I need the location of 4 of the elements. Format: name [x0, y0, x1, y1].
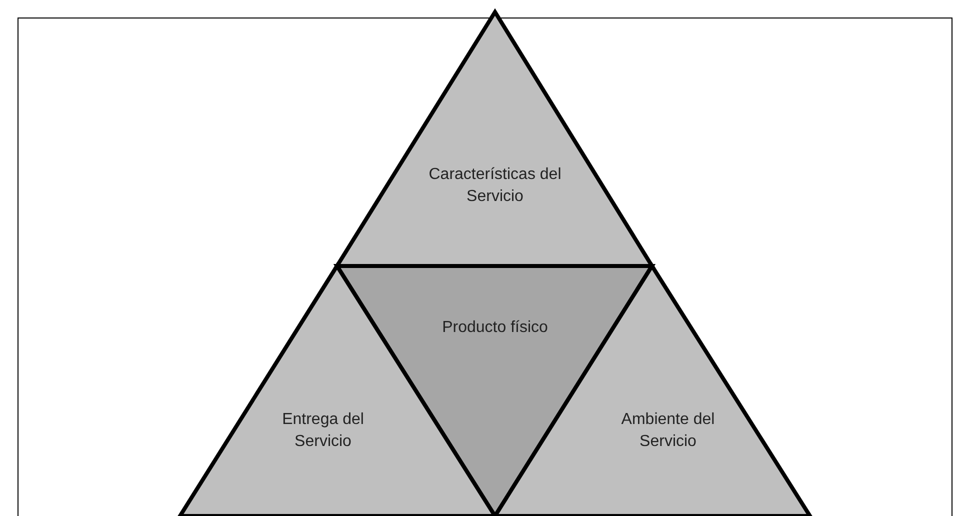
triangle-label: Características del Servicio	[428, 165, 562, 207]
triangle-label: Ambiente del Servicio	[620, 410, 716, 452]
triangle-label: Entrega del Servicio	[281, 410, 365, 452]
triangle-label: Producto físico	[441, 318, 549, 338]
